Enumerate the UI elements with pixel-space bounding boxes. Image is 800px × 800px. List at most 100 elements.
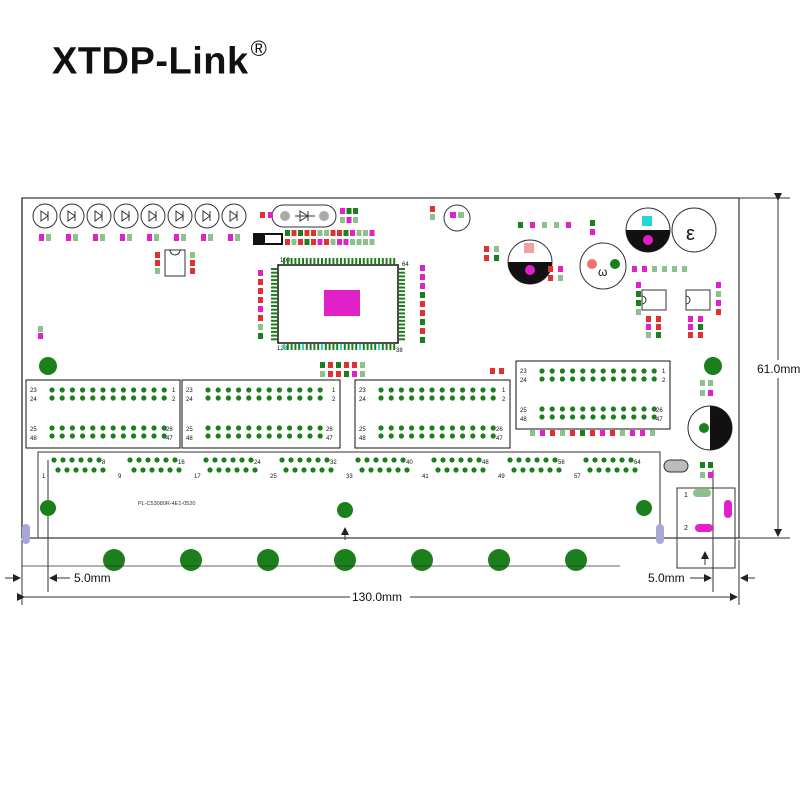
transformer-pin [590, 368, 596, 374]
transformer-pin [590, 376, 596, 382]
port-pin [73, 467, 79, 473]
smd-pad [337, 230, 342, 236]
header-pin-2: 2 [684, 525, 688, 532]
transformer-pin [120, 395, 126, 401]
smd-pad [336, 362, 341, 368]
smd-pad [662, 266, 667, 272]
smd-pad [542, 222, 547, 228]
port-pin [400, 457, 406, 463]
transformer-pin [266, 425, 272, 431]
connector-pin-number: 2 [502, 397, 506, 403]
transformer-pin [266, 395, 272, 401]
transformer-pin [470, 387, 476, 393]
port-pin [324, 457, 330, 463]
smd-pad [548, 266, 553, 272]
chip-pin [399, 293, 405, 296]
port-number: 48 [482, 460, 489, 466]
smd-pad [716, 282, 721, 288]
smd-pad [518, 222, 523, 228]
transformer-pin [539, 368, 545, 374]
chip-pin [313, 258, 316, 264]
transformer-pin [317, 387, 323, 393]
smd-pad [343, 239, 349, 245]
smd-pad [258, 279, 263, 285]
smd-pad [716, 291, 721, 297]
connector-pin-number: 26 [326, 427, 333, 433]
smd-pad [636, 291, 641, 297]
chip-pin [359, 344, 361, 350]
chip-pin [324, 258, 327, 264]
smd-pad [340, 208, 345, 214]
connector-pin-number: 24 [359, 397, 366, 403]
chip-pin [317, 258, 320, 264]
chip-pin [271, 301, 277, 304]
transformer-pin [236, 425, 242, 431]
chip-pin [366, 344, 369, 350]
chip-pin [399, 323, 405, 326]
chip-pin [355, 258, 358, 264]
transformer-pin [110, 433, 116, 439]
transformer-pin [600, 368, 606, 374]
smd-pad [258, 333, 263, 339]
chip-pin [399, 330, 405, 333]
port-pin [619, 457, 625, 463]
chip-pin [286, 258, 289, 264]
chip-pin [366, 258, 369, 264]
smd-pad [688, 332, 693, 338]
dimension-left-margin: 5.0mm [5, 460, 111, 592]
port-pin [127, 457, 133, 463]
transformer-pin [539, 406, 545, 412]
transformer-pin [580, 376, 586, 382]
chip-pin [271, 327, 277, 330]
smd-pad [430, 214, 435, 220]
port-pin [288, 457, 294, 463]
transformer-pin [110, 387, 116, 393]
smd-pad [420, 337, 425, 343]
transformer-pin [559, 368, 566, 374]
port-pin [556, 467, 562, 473]
capacitor-1 [507, 239, 553, 285]
port-pin [149, 467, 155, 473]
chip-pin [340, 258, 342, 264]
smd-pad [320, 362, 325, 368]
connector-pin-number: 47 [496, 436, 503, 442]
transformer-pin [651, 376, 657, 382]
transformer-pin [460, 425, 466, 431]
led-pad [174, 234, 179, 241]
transformer-pin [151, 387, 157, 393]
led-indicator [59, 203, 85, 229]
chip-pin [298, 258, 301, 264]
smd-pad [363, 230, 368, 236]
smd-pad [620, 430, 625, 436]
smd-pad [708, 380, 713, 386]
port-pin [511, 467, 517, 473]
chip-pin [283, 344, 285, 350]
transformer-pin [276, 433, 282, 439]
smd-pad [352, 362, 357, 368]
chip-pin [355, 344, 358, 350]
port-pin [319, 467, 325, 473]
transformer-pin [378, 387, 384, 393]
smd-pad [260, 212, 265, 218]
led-symbol [148, 210, 157, 222]
chip-pin [351, 344, 354, 350]
transformer-pin [539, 414, 545, 420]
led-indicator [221, 203, 247, 229]
smd-pad [636, 309, 641, 315]
smd-pad [317, 239, 323, 245]
chip-pin [309, 344, 312, 350]
port-pin [552, 457, 558, 463]
led-indicator [167, 203, 193, 229]
port-pin [306, 457, 312, 463]
connector-pin-number: 26 [166, 427, 173, 433]
transformer-pin [429, 395, 435, 401]
chip-pin [309, 258, 312, 264]
transformer-pin [120, 387, 126, 393]
transformer-pin [631, 368, 637, 374]
transformer-pin [580, 414, 586, 420]
smd-pad [708, 462, 713, 468]
smd-pad [682, 266, 687, 272]
transformer-pin [621, 368, 627, 374]
transformer-pin [69, 395, 75, 401]
port-pin [283, 467, 289, 473]
